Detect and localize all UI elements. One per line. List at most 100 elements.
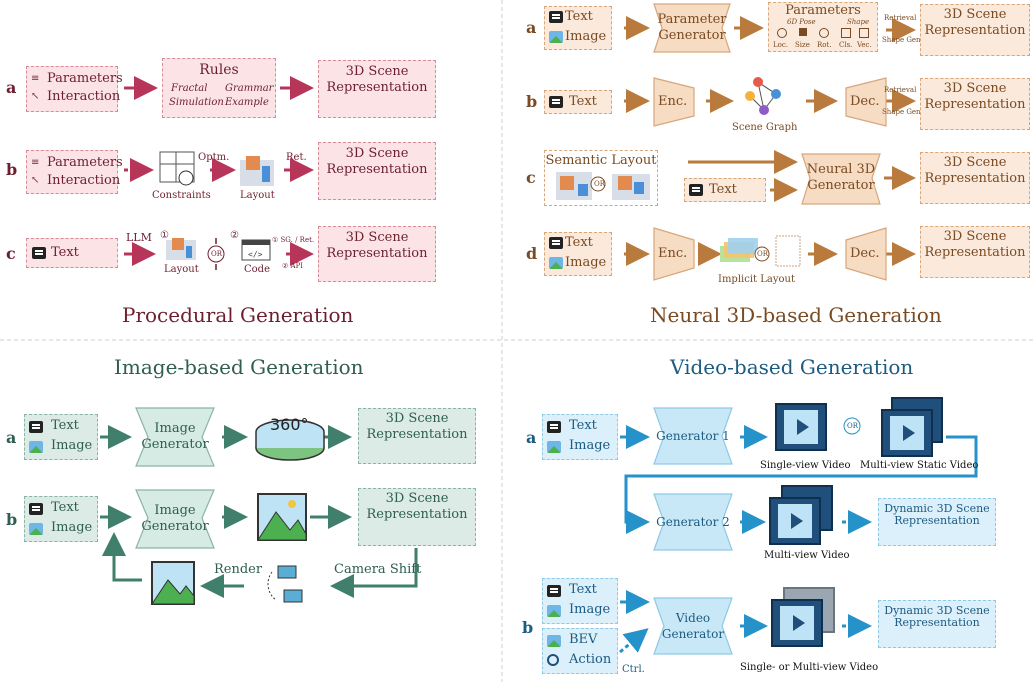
text-label: Text	[565, 9, 593, 24]
single-or-multi-label: Single- or Multi-view Video	[740, 662, 879, 673]
image-label: Image	[51, 520, 93, 535]
scene-rep-label: 3D Scene Representation	[326, 64, 428, 95]
svg-text:</>: </>	[248, 250, 263, 259]
row-letter-c: c	[526, 168, 536, 187]
row-letter-a: a	[526, 18, 537, 37]
image-icon	[549, 257, 563, 269]
encoder-label: Enc.	[658, 94, 688, 109]
input-box-text-c: Text	[26, 238, 118, 268]
text-icon	[29, 421, 43, 433]
scene-graph-shape	[745, 77, 781, 115]
implicit-layout-shape	[720, 235, 801, 267]
input-box-text-image-a: Text Image	[542, 414, 618, 460]
size-icon	[799, 28, 807, 36]
scene-rep-label: 3D Scene Representation	[326, 230, 428, 261]
layout-label: Layout	[240, 190, 275, 201]
camera-shift-shape	[267, 565, 303, 603]
scene-rep-box-a: 3D Scene Representation	[358, 408, 476, 464]
steering-wheel-icon	[547, 654, 559, 666]
row-letter-a: a	[6, 428, 17, 447]
text-icon	[29, 503, 43, 515]
image-label: Image	[565, 29, 607, 44]
text-icon	[32, 247, 46, 259]
text-label: Text	[51, 418, 79, 433]
multi-view-label: Multi-view Video	[764, 550, 850, 561]
size-label: Size	[795, 41, 810, 49]
shape-gen-label: Shape Gen.	[882, 36, 923, 44]
scene-rep-label: 3D Scene Representation	[366, 411, 468, 442]
scene-rep-box-d: 3D Scene Representation	[920, 226, 1030, 278]
or-marker: OR	[594, 180, 606, 188]
scene-rep-box-c: 3D Scene Representation	[920, 152, 1030, 204]
neural-title: Neural 3D-based Generation	[650, 303, 942, 327]
shape-gen-label: Shape Gen.	[882, 108, 923, 116]
simulation-label: Simulation	[169, 97, 224, 108]
parameters-box: Parameters 6D Pose Shape Loc. Size Rot. …	[768, 2, 878, 52]
encoder-label: Enc.	[658, 246, 688, 261]
image-icon	[547, 605, 561, 617]
scene-graph-label: Scene Graph	[732, 122, 798, 133]
sliders-icon: ≡	[31, 157, 40, 168]
dynamic-rep-box-b: Dynamic 3D Scene Representation	[878, 600, 996, 648]
single-view-label: Single-view Video	[760, 460, 851, 471]
semantic-layout-shape	[556, 172, 650, 200]
image-label: Image	[51, 438, 93, 453]
film-icons	[769, 397, 943, 647]
input-box-text-image-d: Text Image	[544, 232, 612, 276]
video-title: Video-based Generation	[670, 355, 914, 379]
rules-label: Rules	[199, 62, 239, 78]
cursor-icon: ↖	[31, 175, 40, 186]
render-image-shape	[151, 561, 195, 605]
scene-rep-box-a: 3D Scene Representation	[920, 4, 1030, 56]
cursor-icon: ↖	[31, 91, 40, 102]
input-box-text-image-b: Text Image	[24, 496, 98, 542]
interaction-label: Interaction	[47, 173, 121, 188]
input-box-params: ≡ Parameters ↖ Interaction	[26, 66, 123, 112]
video-gen-label: Video Generator	[661, 611, 725, 641]
text-icon	[547, 421, 561, 433]
bev-label: BEV	[569, 632, 598, 647]
vec-label: Vec.	[857, 41, 872, 49]
text-label: Text	[51, 500, 79, 515]
retrieval-label: Retrieval	[884, 86, 917, 94]
row-letter-c: c	[6, 244, 16, 263]
example-label: Example	[225, 97, 269, 108]
row-letter-a: a	[6, 78, 17, 97]
action-label: Action	[569, 652, 612, 667]
row-letter-b: b	[6, 160, 18, 179]
landscape-image-shape	[257, 493, 307, 541]
constraints-label: Constraints	[152, 190, 211, 201]
scene-rep-label: 3D Scene Representation	[326, 146, 428, 177]
scene-rep-label: 3D Scene Representation	[924, 81, 1026, 112]
dynamic-rep-label: Dynamic 3D Scene Representation	[884, 502, 990, 527]
bev-icon	[547, 635, 561, 647]
interaction-label: Interaction	[47, 89, 121, 104]
row-letter-a: a	[526, 428, 537, 447]
pose-label: 6D Pose	[787, 18, 816, 26]
scene-rep-box-c: 3D Scene Representation	[318, 226, 436, 282]
text-icon	[547, 585, 561, 597]
shape-label: Shape	[847, 18, 870, 26]
text-icon	[549, 96, 563, 108]
text-label: Text	[569, 418, 597, 433]
ctrl-label: Ctrl.	[622, 664, 645, 675]
image-gen-label: Image Generator	[141, 421, 209, 452]
input-box-text-c: Text	[684, 178, 766, 202]
row-letter-d: d	[526, 244, 538, 263]
image-icon	[29, 523, 43, 535]
neural-trapezoids	[653, 3, 887, 281]
vector-icon	[859, 28, 869, 38]
rotate-icon	[819, 28, 829, 38]
param-gen-label: Parameter Generator	[657, 12, 727, 43]
decoder-label: Dec.	[850, 94, 880, 109]
llm-label: LLM	[126, 231, 152, 244]
text-label: Text	[709, 182, 737, 197]
or-marker: OR	[211, 250, 223, 258]
input-box-text-image-a: Text Image	[544, 6, 612, 50]
generator-2-label: Generator 2	[656, 515, 730, 529]
optm-label: Optm.	[198, 152, 230, 163]
image-title: Image-based Generation	[114, 355, 364, 379]
class-icon	[841, 28, 851, 38]
parameters-title: Parameters	[785, 3, 861, 18]
